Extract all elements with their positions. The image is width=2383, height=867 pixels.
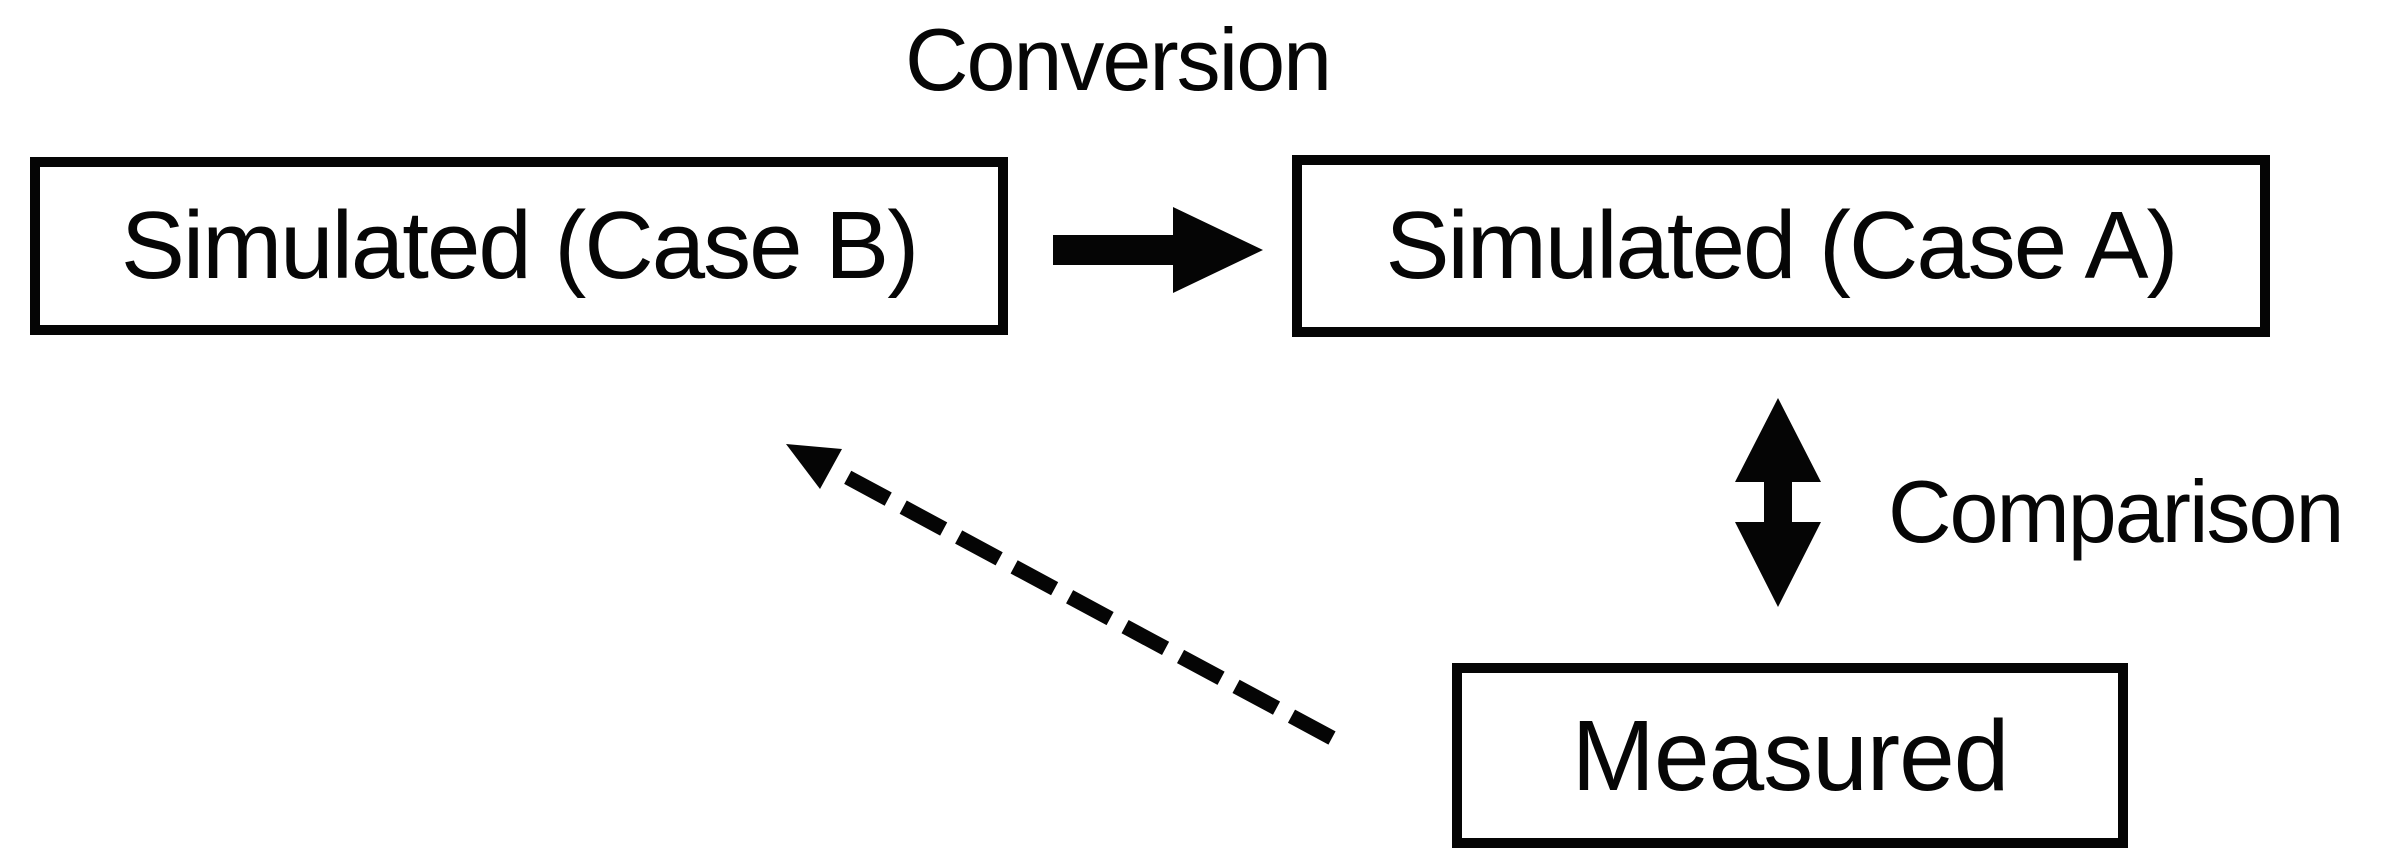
feedback-dashed-arrow-icon: [786, 444, 1336, 745]
node-measured: Measured: [1452, 663, 2128, 848]
conversion-arrow-icon: [1053, 207, 1263, 293]
node-simulated-case-b: Simulated (Case B): [30, 157, 1008, 335]
node-simulated-case-a: Simulated (Case A): [1292, 155, 2270, 337]
conversion-label: Conversion: [905, 10, 1332, 109]
node-simulated-case-a-label: Simulated (Case A): [1385, 192, 2178, 299]
node-measured-label: Measured: [1571, 699, 2010, 812]
comparison-double-arrow-icon: [1735, 398, 1821, 607]
comparison-label: Comparison: [1888, 462, 2344, 561]
node-simulated-case-b-label: Simulated (Case B): [120, 192, 919, 299]
